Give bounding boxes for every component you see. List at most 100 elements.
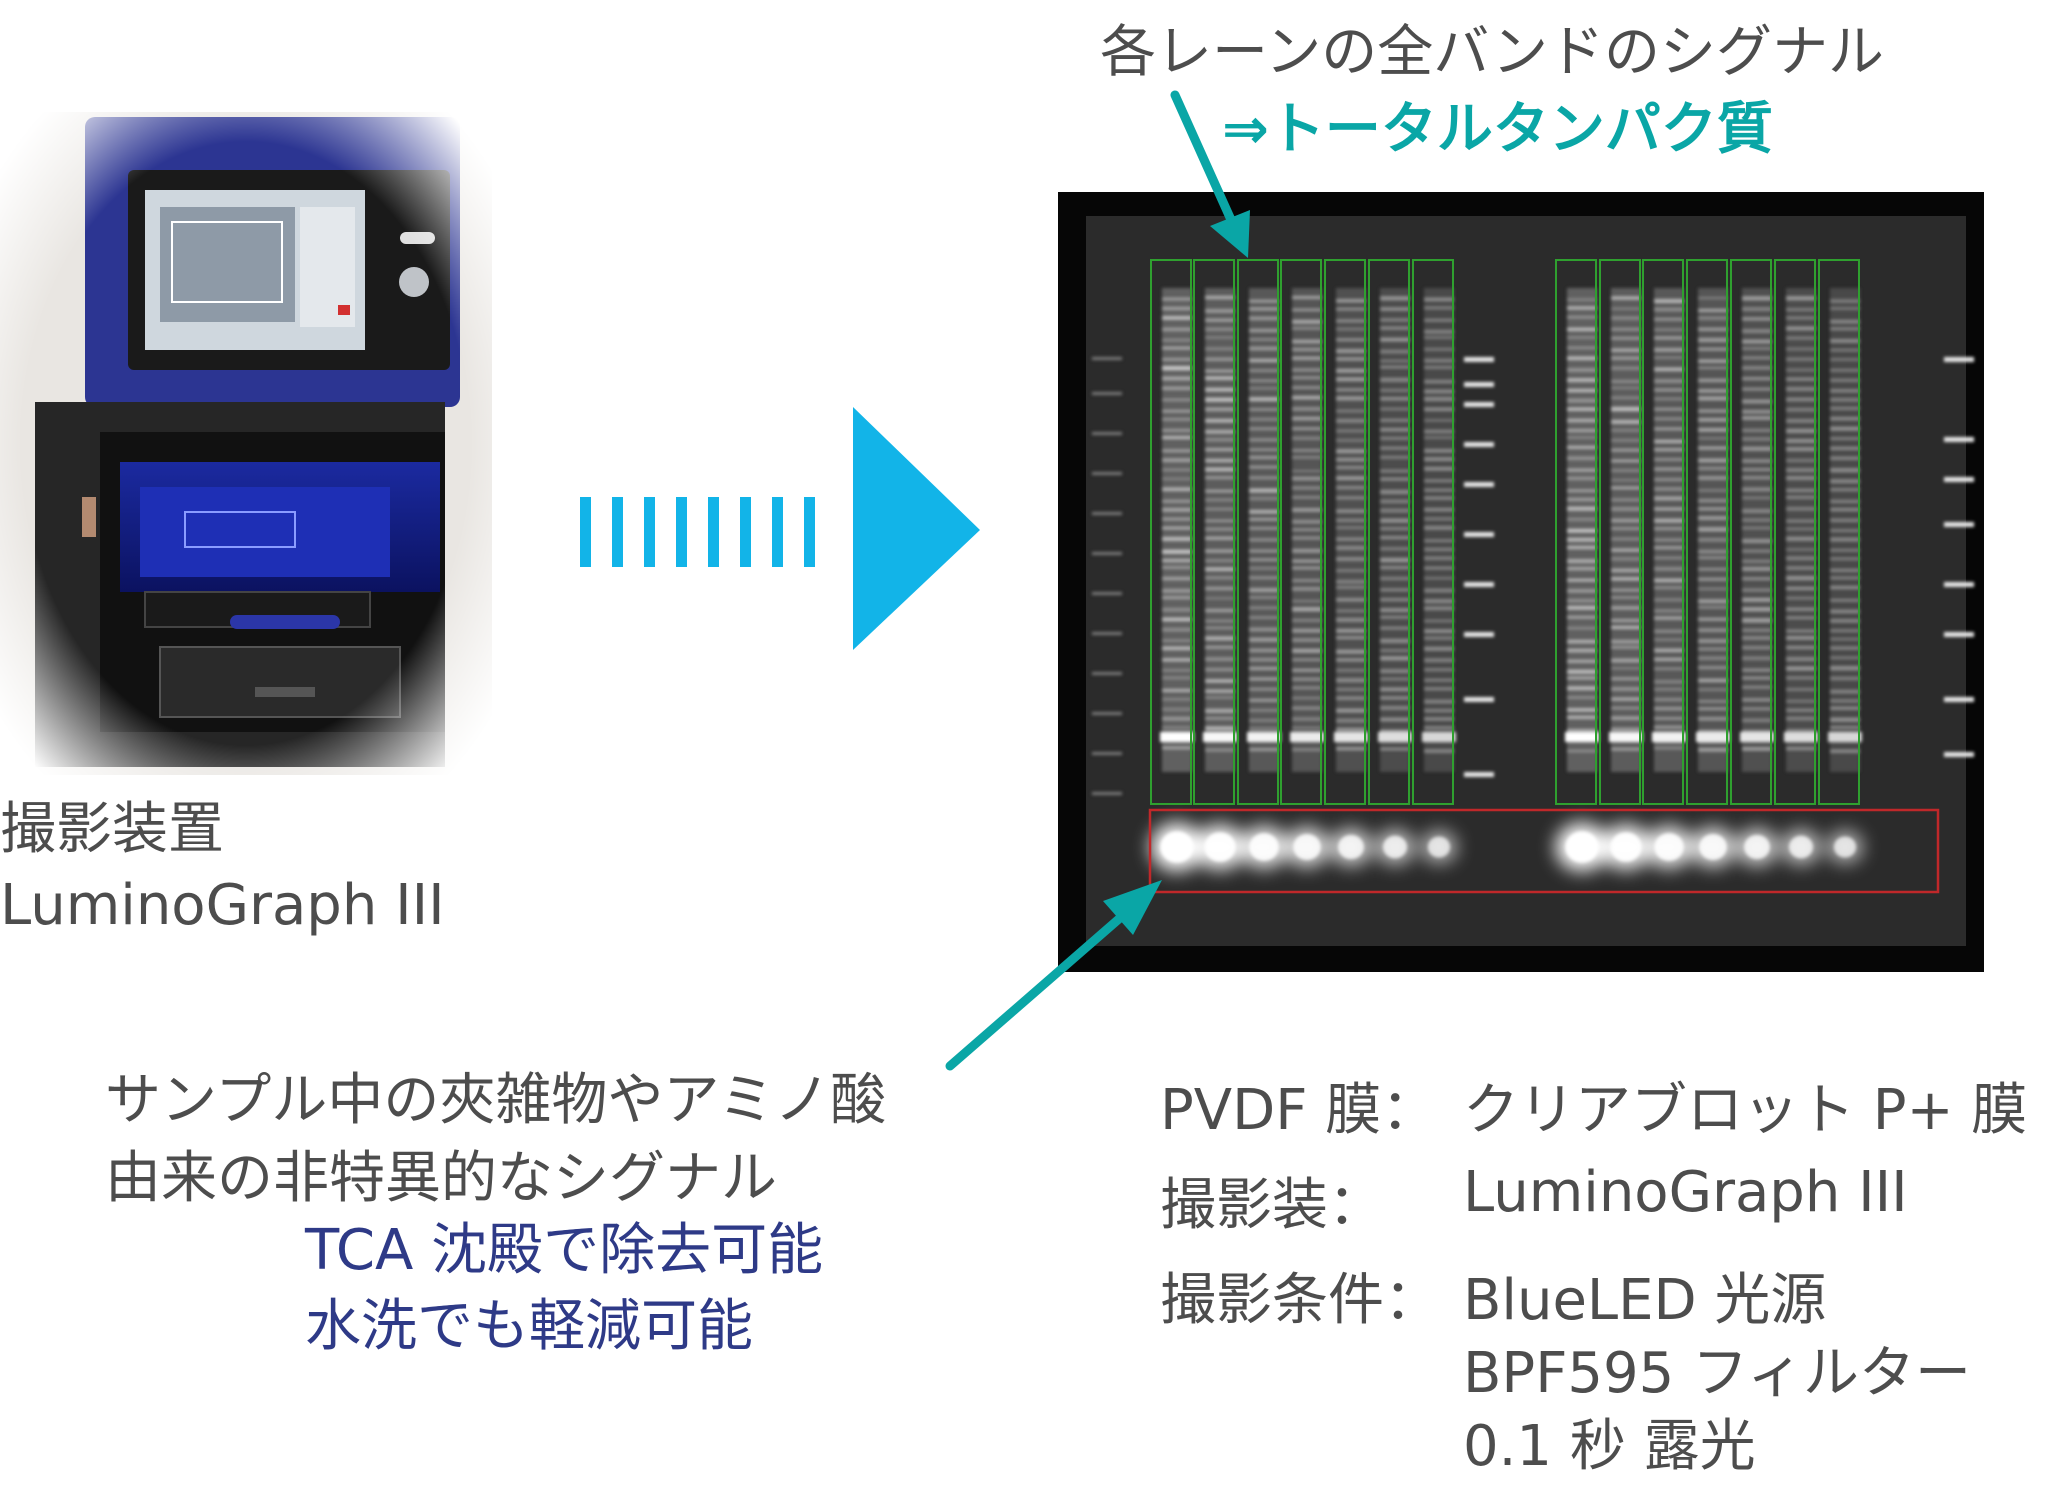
lane-band: [1654, 518, 1684, 523]
lane-band: [1786, 308, 1816, 311]
lane-band: [1380, 428, 1410, 432]
lane-band: [1742, 539, 1772, 543]
lane-band: [1611, 716, 1641, 720]
lane-band: [1336, 519, 1366, 522]
lane-band: [1424, 436, 1454, 439]
lane-band: [1786, 708, 1816, 712]
lane-band: [1249, 677, 1279, 681]
lane-band: [1567, 676, 1597, 680]
lane-band: [1380, 527, 1410, 530]
lane-band: [1654, 616, 1684, 620]
lane-band: [1742, 347, 1772, 350]
lane-band: [1205, 357, 1235, 361]
lane-band: [1380, 627, 1410, 630]
lane-band: [1567, 298, 1597, 301]
lane-band: [1205, 626, 1235, 629]
lane-band: [1742, 628, 1772, 632]
lane-bright-band: [1247, 732, 1281, 742]
lane-band: [1292, 599, 1322, 603]
lane-band: [1292, 347, 1322, 352]
lane-band: [1424, 389, 1454, 394]
lane-bright-band: [1652, 732, 1686, 742]
nonspecific-spot: [1195, 824, 1245, 870]
condition-value: BPF595 フィルター: [1463, 1341, 1971, 1406]
lane-band: [1830, 468, 1860, 473]
ladder-band: [1092, 752, 1122, 755]
lane-band: [1611, 697, 1641, 701]
lane-band: [1205, 619, 1235, 623]
lane-band: [1567, 648, 1597, 653]
lane-band: [1611, 667, 1641, 670]
lane-bright-band: [1334, 732, 1368, 742]
lane-bright-band: [1290, 732, 1324, 742]
lane-band: [1336, 338, 1366, 341]
lane-band: [1249, 346, 1279, 351]
lane-band: [1336, 658, 1366, 662]
condition-value: クリアブロット P+ 膜: [1463, 1078, 2028, 1143]
lane-band: [1424, 658, 1454, 663]
lane-band: [1249, 496, 1279, 501]
lane-band: [1742, 329, 1772, 333]
lane-band: [1567, 566, 1597, 571]
total-protein-label: ⇒トータルタンパク質: [1222, 97, 1773, 162]
lane-band: [1654, 538, 1684, 542]
lane-band: [1698, 437, 1728, 440]
nonspecific-spot: [1555, 822, 1609, 872]
lane-band: [1424, 329, 1454, 334]
lane-band: [1249, 448, 1279, 451]
lane-band: [1336, 429, 1366, 433]
lane-band: [1786, 507, 1816, 511]
lane-band: [1742, 496, 1772, 500]
lane-band: [1698, 446, 1728, 450]
lane-band: [1292, 427, 1322, 430]
lane-band: [1292, 566, 1322, 570]
lane-smear: [1380, 288, 1410, 772]
lane-band: [1611, 728, 1641, 731]
lane-band: [1249, 438, 1279, 442]
lane-band: [1698, 587, 1728, 590]
lane-band: [1830, 327, 1860, 331]
lane-band: [1380, 349, 1410, 354]
lane-band: [1742, 729, 1772, 733]
lane-band: [1830, 499, 1860, 504]
lane-band: [1292, 748, 1322, 752]
lane-band: [1162, 607, 1192, 612]
ladder-band: [1944, 437, 1974, 442]
lane-band: [1162, 639, 1192, 642]
lane-band: [1786, 597, 1816, 600]
lane-band: [1205, 597, 1235, 600]
lane-band: [1205, 576, 1235, 580]
lane-band: [1380, 359, 1410, 363]
lane-band: [1698, 639, 1728, 643]
lane-band: [1380, 547, 1410, 551]
ladder-band: [1092, 552, 1122, 555]
lane-band: [1830, 348, 1860, 352]
condition-key: 撮影装：: [1160, 1173, 1384, 1238]
lane-band: [1654, 336, 1684, 340]
lane-band: [1424, 547, 1454, 552]
lane-band: [1654, 356, 1684, 359]
lane-band: [1654, 367, 1684, 372]
lane-band: [1380, 489, 1410, 494]
condition-value: BlueLED 光源: [1463, 1268, 1827, 1333]
lane-band: [1611, 419, 1641, 424]
lane-band: [1742, 518, 1772, 522]
lane-band: [1567, 468, 1597, 472]
lane-smear: [1424, 288, 1454, 772]
lane-band: [1162, 596, 1192, 600]
lane-band: [1567, 696, 1597, 699]
lane-band: [1654, 667, 1684, 670]
lane-band: [1567, 456, 1597, 460]
lane-band: [1698, 729, 1728, 734]
lane-bright-band: [1828, 732, 1862, 742]
lane-band: [1830, 437, 1860, 440]
lane-band: [1424, 496, 1454, 500]
lane-band: [1249, 386, 1279, 390]
lane-band: [1611, 379, 1641, 384]
lane-band: [1162, 517, 1192, 521]
device-caption-title: 撮影装置: [0, 797, 224, 862]
nonspecific-spot: [1421, 830, 1457, 864]
lane-band: [1205, 748, 1235, 752]
lane-band: [1162, 716, 1192, 721]
removal-note-line2: 水洗でも軽減可能: [305, 1294, 753, 1359]
